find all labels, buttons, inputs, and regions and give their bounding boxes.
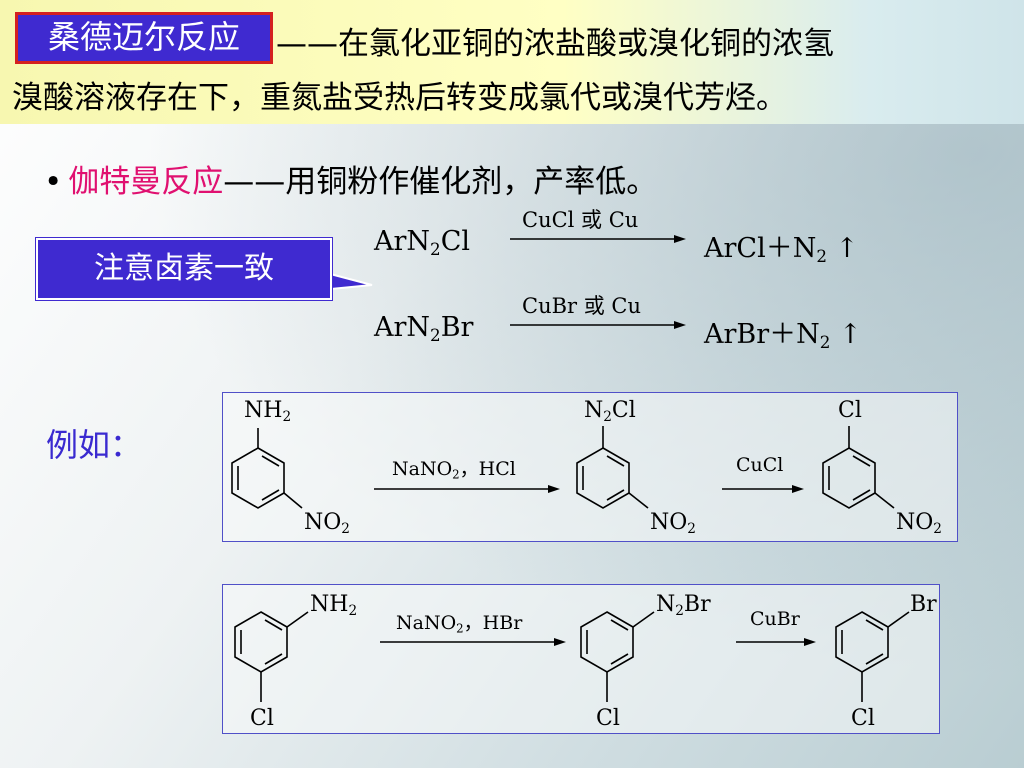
example2-frame (222, 584, 940, 734)
eq2-reagent: CuBr 或 Cu (522, 294, 642, 318)
ex2-reagent1: NaNO2，HBr (396, 612, 523, 636)
example1-frame (222, 392, 958, 542)
eq1-reagent: CuCl 或 Cu (522, 208, 639, 232)
eq2-product: ArBr＋N2 ↑ (704, 319, 862, 353)
example-label: 例如： (46, 426, 143, 464)
ex2-end-chloro: Cl (851, 706, 875, 731)
ex2-mid-chloro: Cl (596, 706, 620, 731)
ex2-reagent2: CuBr (750, 608, 800, 630)
definition-line-1: ——在氯化亚铜的浓盐酸或溴化铜的浓氢 (276, 26, 834, 62)
gas-arrow-icon: ↑ (839, 319, 862, 350)
ex2-end-bromo: Br (910, 592, 937, 617)
slide-title: 桑德迈尔反应 (15, 12, 273, 64)
note-callout: 注意卤素一致 (35, 237, 333, 301)
eq1-product: ArCl＋N2 ↑ (704, 233, 859, 267)
ex1-start-nitro: NO2 (304, 510, 350, 538)
eq1-reactant: ArN2Cl (374, 226, 470, 260)
bullet-gattermann: •伽特曼反应——用铜粉作催化剂，产率低。 (44, 156, 657, 201)
ex1-start-amine: NH2 (244, 398, 292, 426)
ex1-end-nitro: NO2 (896, 510, 942, 538)
ex2-start-chloro: Cl (250, 706, 274, 731)
bullet-marker: • (44, 164, 63, 200)
ex1-end-chloro: Cl (838, 398, 862, 423)
ex2-mid-diazonium: N2Br (656, 592, 711, 620)
ex2-start-amine: NH2 (310, 592, 358, 620)
ex1-reagent1: NaNO2，HCl (392, 458, 516, 482)
ex1-mid-nitro: NO2 (650, 510, 696, 538)
gattermann-description: ——用铜粉作催化剂，产率低。 (223, 164, 658, 200)
definition-line-2: 溴酸溶液存在下，重氮盐受热后转变成氯代或溴代芳烃。 (12, 80, 787, 116)
gattermann-term: 伽特曼反应 (68, 164, 224, 200)
eq2-reactant: ArN2Br (374, 312, 474, 346)
ex1-mid-diazonium: N2Cl (584, 398, 636, 426)
ex1-reagent2: CuCl (736, 454, 784, 476)
gas-arrow-icon: ↑ (835, 233, 859, 264)
